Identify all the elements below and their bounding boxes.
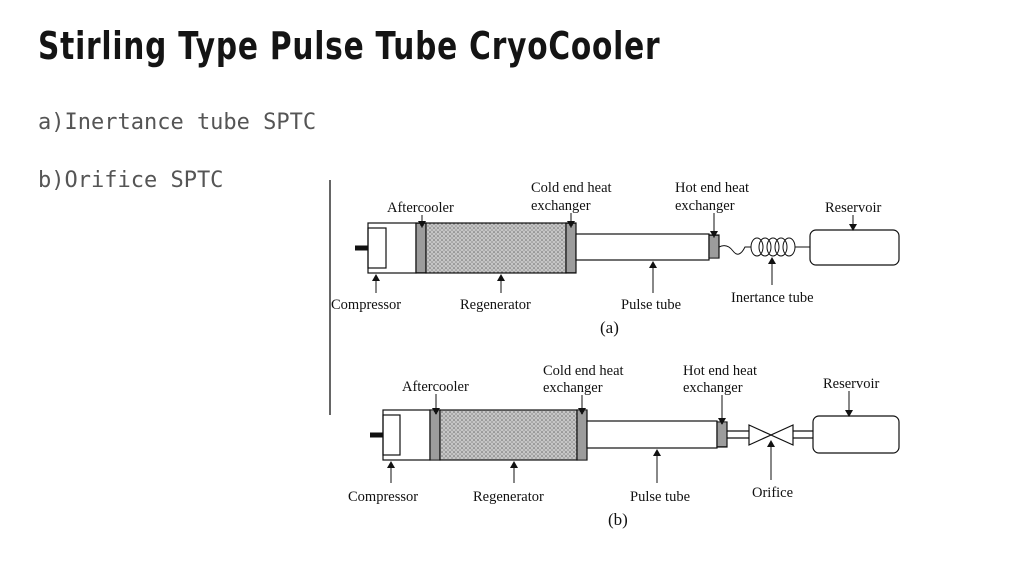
label-compressor-a: Compressor (331, 297, 401, 313)
hot-end-exchanger-b (716, 421, 728, 448)
label-reservoir-b: Reservoir (823, 376, 880, 392)
cold-end-exchanger-a (565, 222, 577, 274)
label-pulse-tube-b: Pulse tube (630, 489, 690, 505)
compressor-b (370, 409, 431, 461)
label-hot-end-b-2: exchanger (683, 380, 743, 396)
reservoir-b (812, 415, 900, 454)
label-aftercooler-a: Aftercooler (387, 200, 454, 216)
bullet-orifice-sptc: b)Orifice SPTC (38, 168, 224, 193)
label-compressor-b: Compressor (348, 489, 418, 505)
label-cold-end-b-1: Cold end heat (543, 363, 624, 379)
label-hot-end-a-2: exchanger (675, 198, 735, 214)
regenerator-a (425, 222, 567, 274)
label-regenerator-a: Regenerator (460, 297, 531, 313)
pulse-tube-a (575, 233, 710, 261)
caption-a: (a) (600, 318, 619, 337)
regenerator-b (439, 409, 578, 461)
pulse-tube-diagram: Aftercooler Cold end heat exchanger Hot … (329, 180, 900, 529)
caption-b: (b) (608, 510, 628, 529)
label-orifice: Orifice (752, 485, 793, 501)
diagram-a: Aftercooler Cold end heat exchanger Hot … (331, 180, 900, 337)
label-reservoir-a: Reservoir (825, 200, 882, 216)
label-pulse-tube-a: Pulse tube (621, 297, 681, 313)
label-cold-end-a-2: exchanger (531, 198, 591, 214)
label-cold-end-a-1: Cold end heat (531, 180, 612, 196)
label-hot-end-b-1: Hot end heat (683, 363, 757, 379)
pulse-tube-b (586, 420, 718, 449)
inertance-coil (718, 237, 810, 257)
cold-end-exchanger-b (576, 409, 588, 461)
slide-title: Stirling Type Pulse Tube CryoCooler (38, 24, 661, 68)
label-hot-end-a-1: Hot end heat (675, 180, 749, 196)
aftercooler-b (429, 409, 441, 461)
compressor-a (355, 222, 417, 274)
label-regenerator-b: Regenerator (473, 489, 544, 505)
label-aftercooler-b: Aftercooler (402, 379, 469, 395)
aftercooler-a (415, 222, 427, 274)
hot-end-exchanger-a (708, 234, 720, 259)
bullet-inertance-sptc: a)Inertance tube SPTC (38, 110, 317, 135)
diagram-b: Aftercooler Cold end heat exchanger Hot … (348, 363, 900, 529)
orifice-valve (727, 424, 813, 446)
label-inertance-tube: Inertance tube (731, 290, 814, 306)
reservoir-a (809, 229, 900, 266)
label-cold-end-b-2: exchanger (543, 380, 603, 396)
